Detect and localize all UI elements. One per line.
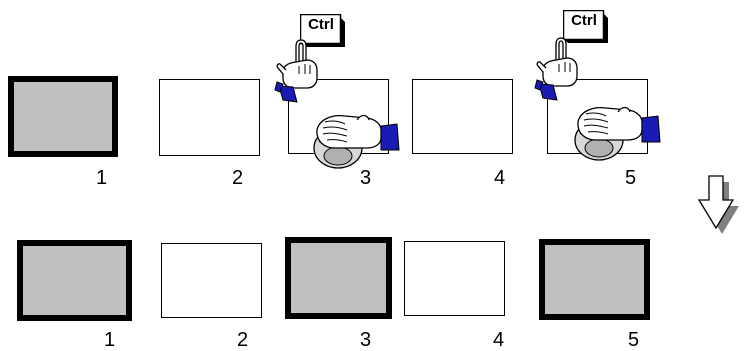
- bottom-rectangle-5[interactable]: [539, 239, 650, 320]
- pointing-hand-icon: [534, 37, 578, 101]
- pointing-hand-icon: [274, 39, 318, 103]
- top-rectangle-1[interactable]: [8, 76, 118, 157]
- bottom-number-3: 3: [360, 329, 372, 351]
- bottom-number-1: 1: [104, 329, 116, 351]
- bottom-number-5: 5: [628, 329, 640, 351]
- ctrl-key-icon: Ctrl: [563, 10, 609, 44]
- top-number-5: 5: [625, 167, 637, 189]
- down-arrow-icon: [697, 175, 739, 234]
- bottom-number-2: 2: [237, 329, 249, 351]
- top-number-3: 3: [360, 167, 372, 189]
- mouse-click-hand-icon: [313, 114, 400, 169]
- bottom-rectangle-2[interactable]: [161, 243, 262, 318]
- top-rectangle-4[interactable]: [412, 79, 513, 154]
- top-rectangle-2[interactable]: [159, 79, 260, 156]
- top-number-1: 1: [96, 167, 108, 189]
- ctrl-key-icon: Ctrl: [300, 14, 346, 48]
- bottom-rectangle-4[interactable]: [404, 241, 505, 316]
- top-number-4: 4: [494, 167, 506, 189]
- bottom-rectangle-3[interactable]: [285, 237, 392, 319]
- top-number-2: 2: [232, 167, 244, 189]
- mouse-click-hand-icon: [574, 106, 661, 161]
- bottom-rectangle-1[interactable]: [17, 240, 132, 321]
- bottom-number-4: 4: [493, 329, 505, 351]
